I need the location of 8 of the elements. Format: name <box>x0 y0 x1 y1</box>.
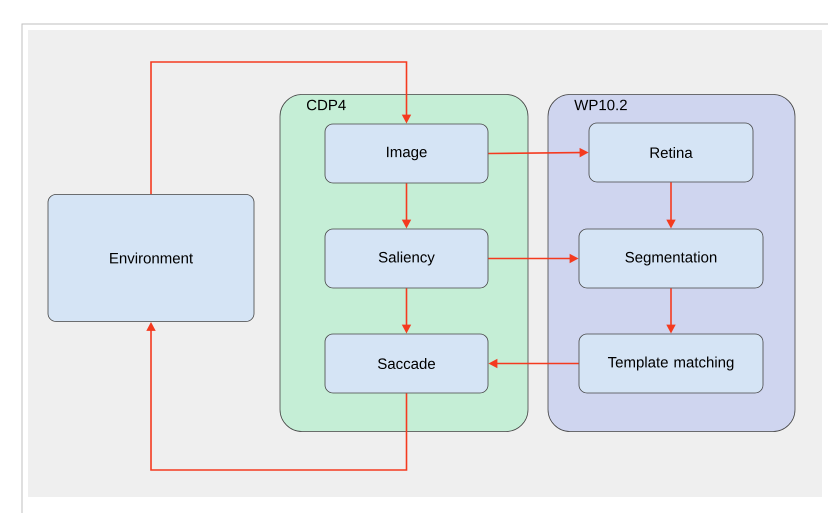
process-box: Environment <box>48 194 254 322</box>
arrow <box>150 61 412 194</box>
process-box: Saccade <box>324 334 488 394</box>
process-box: Saliency <box>324 228 488 288</box>
process-box: Retina <box>588 122 754 182</box>
process-box: Template matching <box>578 334 764 394</box>
process-box: Segmentation <box>578 228 764 288</box>
process-box: Image <box>324 124 488 184</box>
